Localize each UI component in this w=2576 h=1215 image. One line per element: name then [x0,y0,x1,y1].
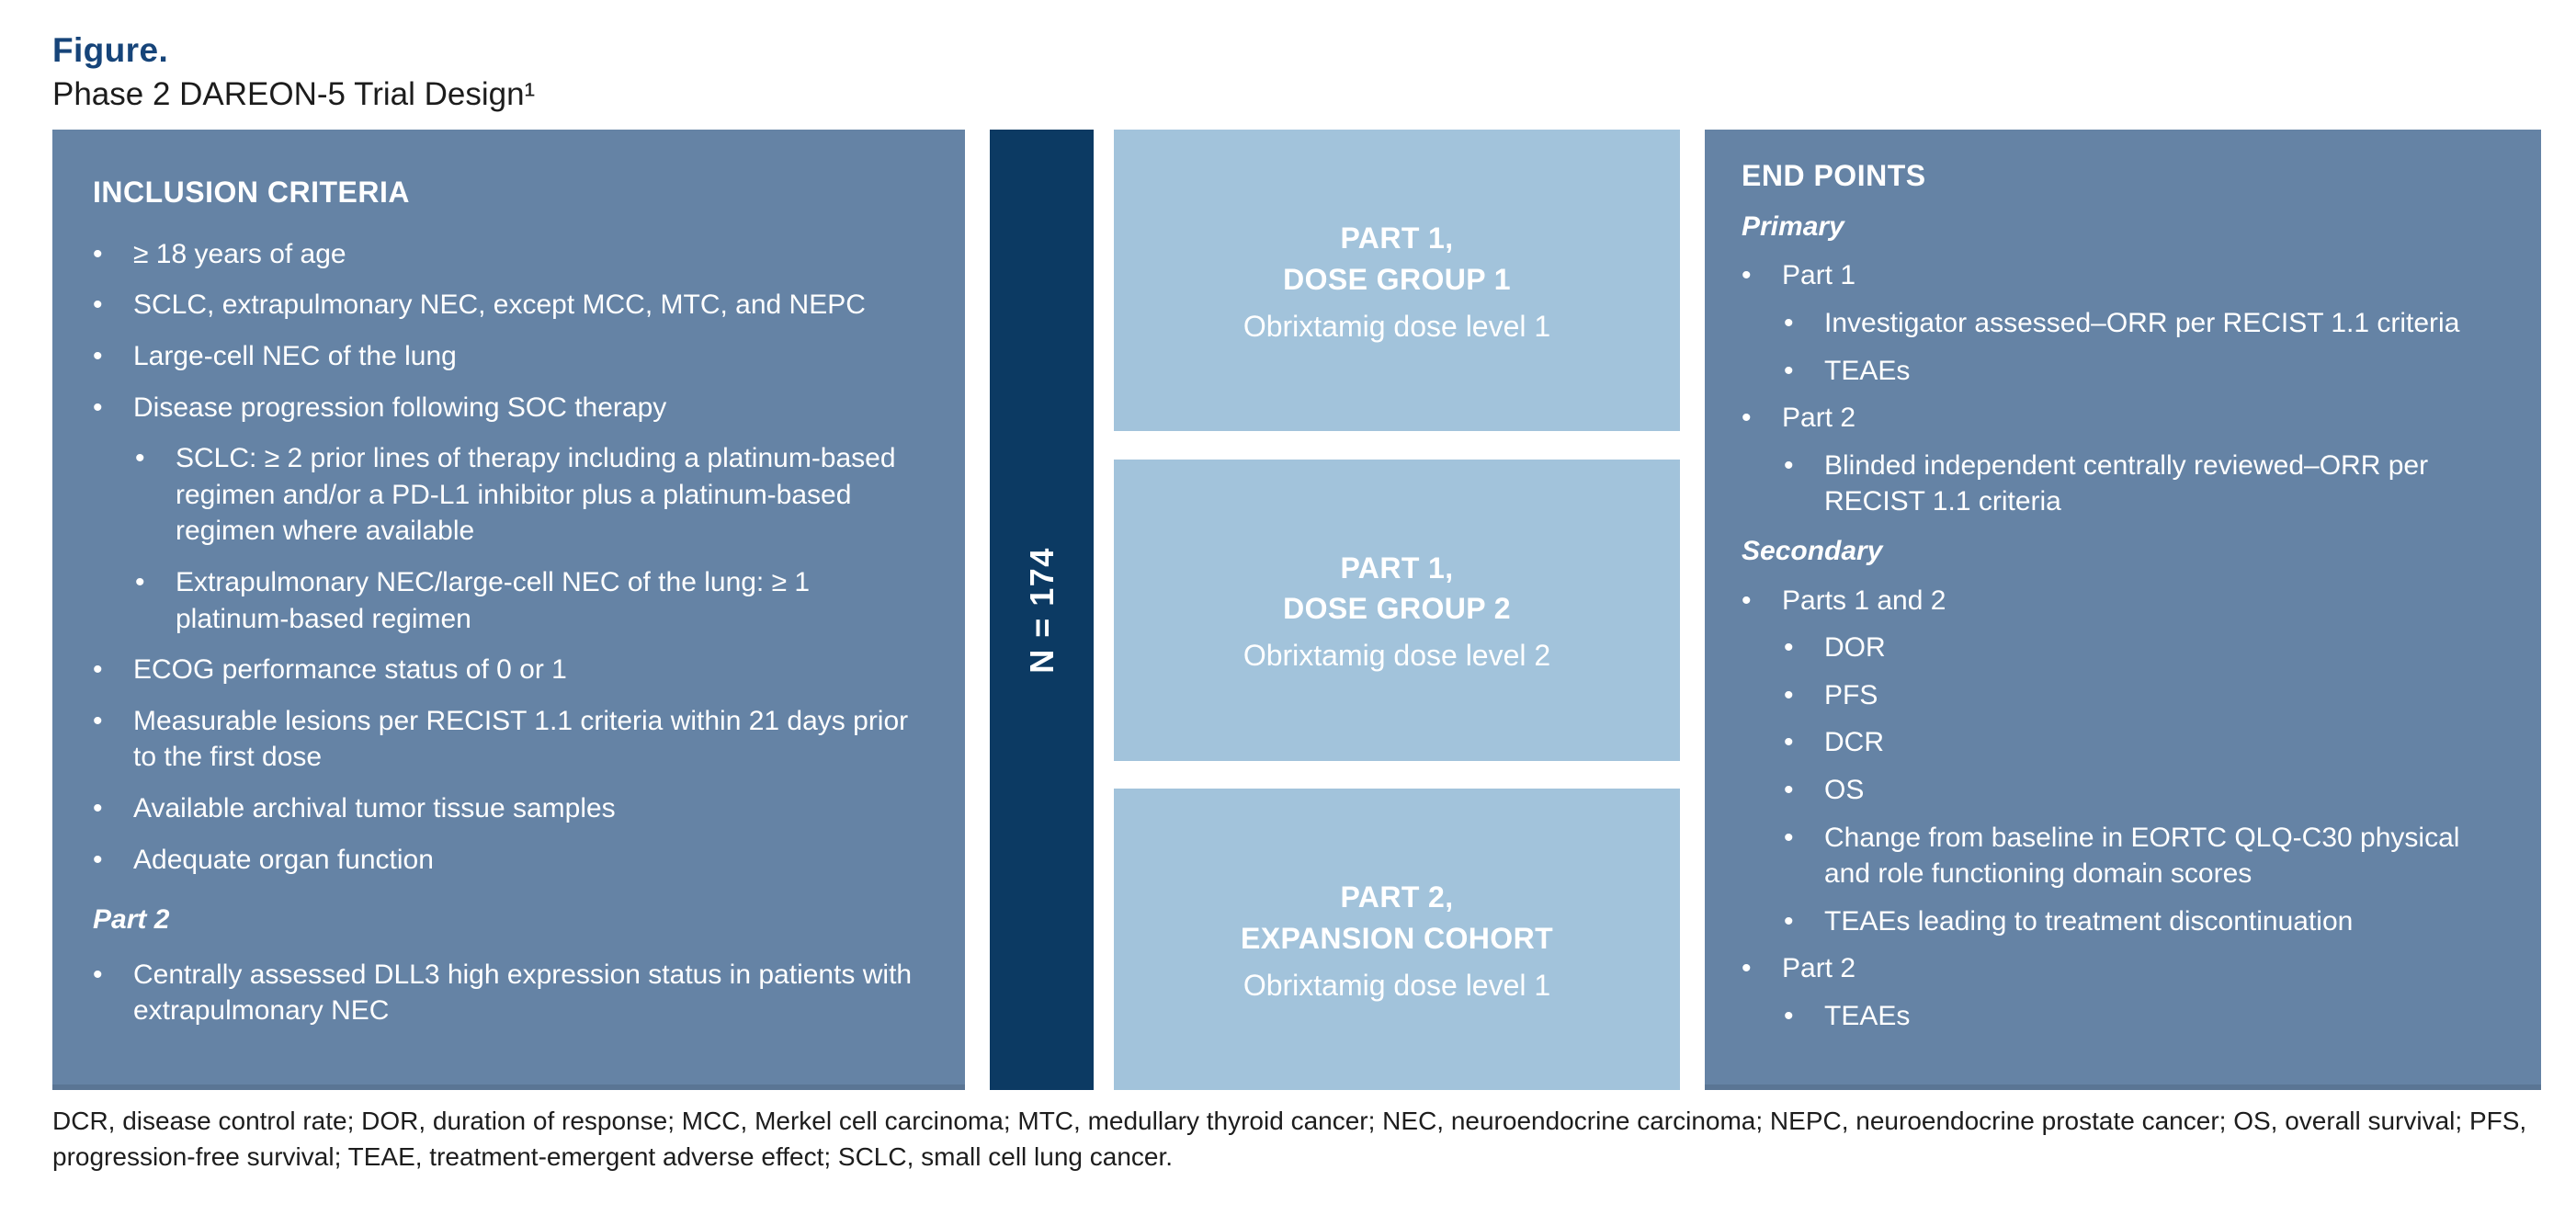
arm-subtitle: Obrixtamig dose level 1 [1243,968,1551,1002]
endpoint-subitem: •Investigator assessed–ORR per RECIST 1.… [1784,305,2504,342]
arm-title-line2: EXPANSION COHORT [1240,921,1554,955]
inclusion-item: •Adequate organ function [93,842,925,879]
trial-design-diagram: INCLUSION CRITERIA •≥ 18 years of age •S… [52,130,2541,1091]
bullet-icon: • [1742,585,1752,616]
bullet-icon: • [1784,1000,1794,1031]
inclusion-heading: INCLUSION CRITERIA [93,176,410,210]
n-total-bar: N = 174 [990,130,1094,1091]
bullet-icon: • [1742,260,1752,291]
endpoint-item: •Part 2 [1742,400,2504,437]
endpoints-primary-subheading: Primary [1742,210,1844,242]
inclusion-item: •Disease progression following SOC thera… [93,390,925,426]
arm-title-line1: PART 1, [1340,221,1454,255]
abbreviations-footnote: DCR, disease control rate; DOR, duration… [52,1107,2527,1172]
bullet-icon: • [93,793,103,824]
bullet-icon: • [1784,308,1794,339]
endpoint-subitem: •TEAEs leading to treatment discontinuat… [1784,903,2504,940]
endpoint-subitem: •PFS [1784,677,2504,714]
inclusion-criteria-panel: INCLUSION CRITERIA •≥ 18 years of age •S… [52,130,965,1091]
arm-subtitle: Obrixtamig dose level 2 [1243,639,1551,673]
bullet-icon: • [93,392,103,423]
inclusion-item: •ECOG performance status of 0 or 1 [93,652,925,688]
bullet-icon: • [93,705,103,736]
bullet-icon: • [1784,679,1794,710]
endpoints-heading: END POINTS [1742,159,1926,193]
bullet-icon: • [1784,727,1794,758]
arm-title-line2: DOSE GROUP 1 [1283,262,1511,296]
endpoint-subitem: •DCR [1784,724,2504,761]
arm-subtitle: Obrixtamig dose level 1 [1243,309,1551,343]
bullet-icon: • [93,654,103,686]
bullet-icon: • [93,844,103,875]
inclusion-part2-subheading: Part 2 [93,904,170,936]
bullet-icon: • [1784,775,1794,806]
inclusion-item: •Available archival tumor tissue samples [93,790,925,827]
inclusion-item: •Centrally assessed DLL3 high expression… [93,957,925,1029]
endpoint-subitem: •TEAEs [1784,353,2504,390]
arm-title: PART 1, DOSE GROUP 1 [1283,218,1511,301]
arm-title-line2: DOSE GROUP 2 [1283,592,1511,626]
bullet-icon: • [93,341,103,372]
inclusion-item: •≥ 18 years of age [93,236,925,273]
bullet-icon: • [93,290,103,321]
arm-box-part2-expansion-cohort: PART 2, EXPANSION COHORT Obrixtamig dose… [1114,789,1680,1091]
endpoint-item: •Part 1 [1742,257,2504,294]
endpoint-subitem: •OS [1784,772,2504,809]
figure-header: Figure. Phase 2 DAREON-5 Trial Design¹ [52,31,2541,114]
endpoint-subitem: •DOR [1784,630,2504,666]
bullet-icon: • [1784,905,1794,937]
bullet-icon: • [1784,632,1794,664]
bullet-icon: • [1784,449,1794,481]
figure-label: Figure. [52,31,169,69]
bullet-icon: • [135,443,145,474]
bullet-icon: • [93,238,103,269]
figure-title: Phase 2 DAREON-5 Trial Design¹ [52,75,536,112]
bullet-icon: • [1784,822,1794,853]
inclusion-subitem: •Extrapulmonary NEC/large-cell NEC of th… [135,564,925,637]
n-total-label: N = 174 [1022,547,1061,674]
arm-box-part1-dose-group-2: PART 1, DOSE GROUP 2 Obrixtamig dose lev… [1114,459,1680,761]
arm-title-line1: PART 1, [1340,551,1454,585]
endpoint-item: •Part 2 [1742,950,2504,987]
inclusion-subitem: •SCLC: ≥ 2 prior lines of therapy includ… [135,440,925,550]
bullet-icon: • [1784,355,1794,386]
bullet-icon: • [93,959,103,990]
endpoints-panel: END POINTS Primary •Part 1 •Investigator… [1705,130,2541,1091]
endpoint-subitem: •Blinded independent centrally reviewed–… [1784,448,2504,520]
arm-title: PART 1, DOSE GROUP 2 [1283,548,1511,630]
arm-title-line1: PART 2, [1340,880,1454,914]
arm-title: PART 2, EXPANSION COHORT [1241,877,1553,960]
endpoint-subitem: •Change from baseline in EORTC QLQ-C30 p… [1784,820,2504,892]
arms-column: PART 1, DOSE GROUP 1 Obrixtamig dose lev… [1114,130,1680,1091]
endpoints-secondary-subheading: Secondary [1742,536,1883,567]
endpoint-subitem: •TEAEs [1784,998,2504,1035]
bullet-icon: • [1742,403,1752,434]
bullet-icon: • [135,567,145,598]
inclusion-item: •SCLC, extrapulmonary NEC, except MCC, M… [93,287,925,324]
bullet-icon: • [1742,953,1752,984]
arm-box-part1-dose-group-1: PART 1, DOSE GROUP 1 Obrixtamig dose lev… [1114,130,1680,432]
inclusion-item: •Large-cell NEC of the lung [93,338,925,375]
endpoint-item: •Parts 1 and 2 [1742,583,2504,619]
inclusion-item: •Measurable lesions per RECIST 1.1 crite… [93,703,925,776]
